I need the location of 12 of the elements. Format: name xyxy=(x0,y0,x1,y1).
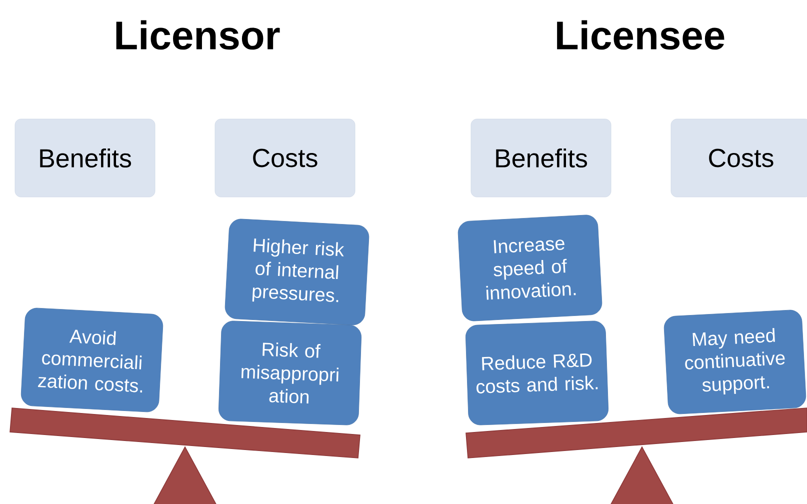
category-box: Benefits xyxy=(470,118,612,198)
item-box: Higher risk of internal pressures. xyxy=(224,218,370,326)
item-box: Risk of misappropri ation xyxy=(218,320,362,426)
item-box: Increase speed of innovation. xyxy=(458,214,602,322)
heading: Licensee xyxy=(557,20,724,50)
category-box: Costs xyxy=(670,118,807,198)
item-box: May need continuative support. xyxy=(664,310,806,414)
category-box: Benefits xyxy=(14,118,156,198)
item-box: Reduce R&D costs and risk. xyxy=(466,320,608,426)
category-box: Costs xyxy=(214,118,356,198)
item-box: Avoid commerciali zation costs. xyxy=(20,308,164,412)
heading: Licensor xyxy=(116,20,280,50)
